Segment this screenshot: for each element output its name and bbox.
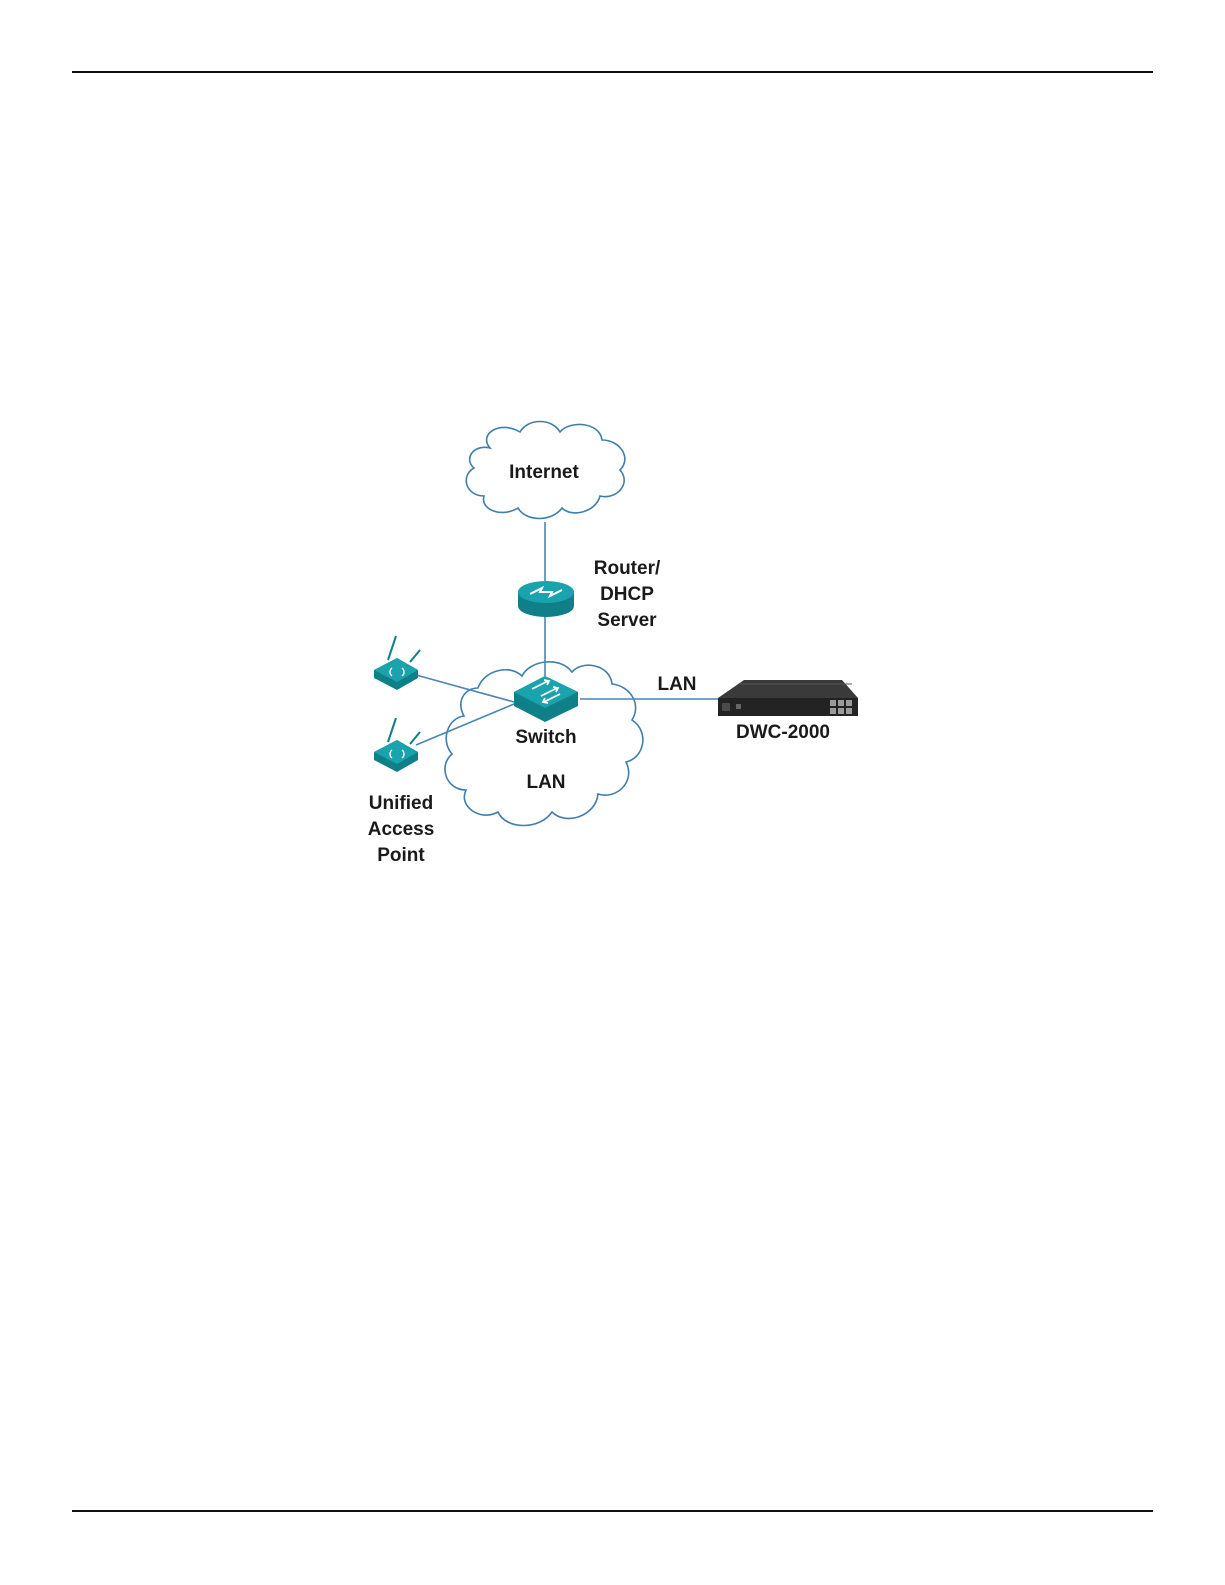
wireless-access-point-icon	[374, 636, 420, 690]
wireless-access-point-icon	[374, 718, 420, 772]
footer-rule	[72, 1510, 1153, 1512]
router-icon	[518, 581, 574, 617]
router-label-line-3: Server	[597, 610, 657, 631]
lan-cloud-label: LAN	[526, 772, 565, 793]
switch-label: Switch	[515, 727, 576, 748]
access-point-label-line-2: Access	[368, 819, 435, 840]
controller-label: DWC-2000	[736, 722, 830, 743]
router-label-line-1: Router/	[594, 558, 661, 579]
access-point-label-line-1: Unified	[369, 793, 433, 814]
lan-link-label: LAN	[657, 674, 696, 695]
access-point-label-line-3: Point	[377, 845, 425, 866]
router-label-line-2: DHCP	[600, 584, 654, 605]
internet-label: Internet	[509, 462, 579, 483]
wireless-controller-device-icon	[718, 680, 858, 716]
